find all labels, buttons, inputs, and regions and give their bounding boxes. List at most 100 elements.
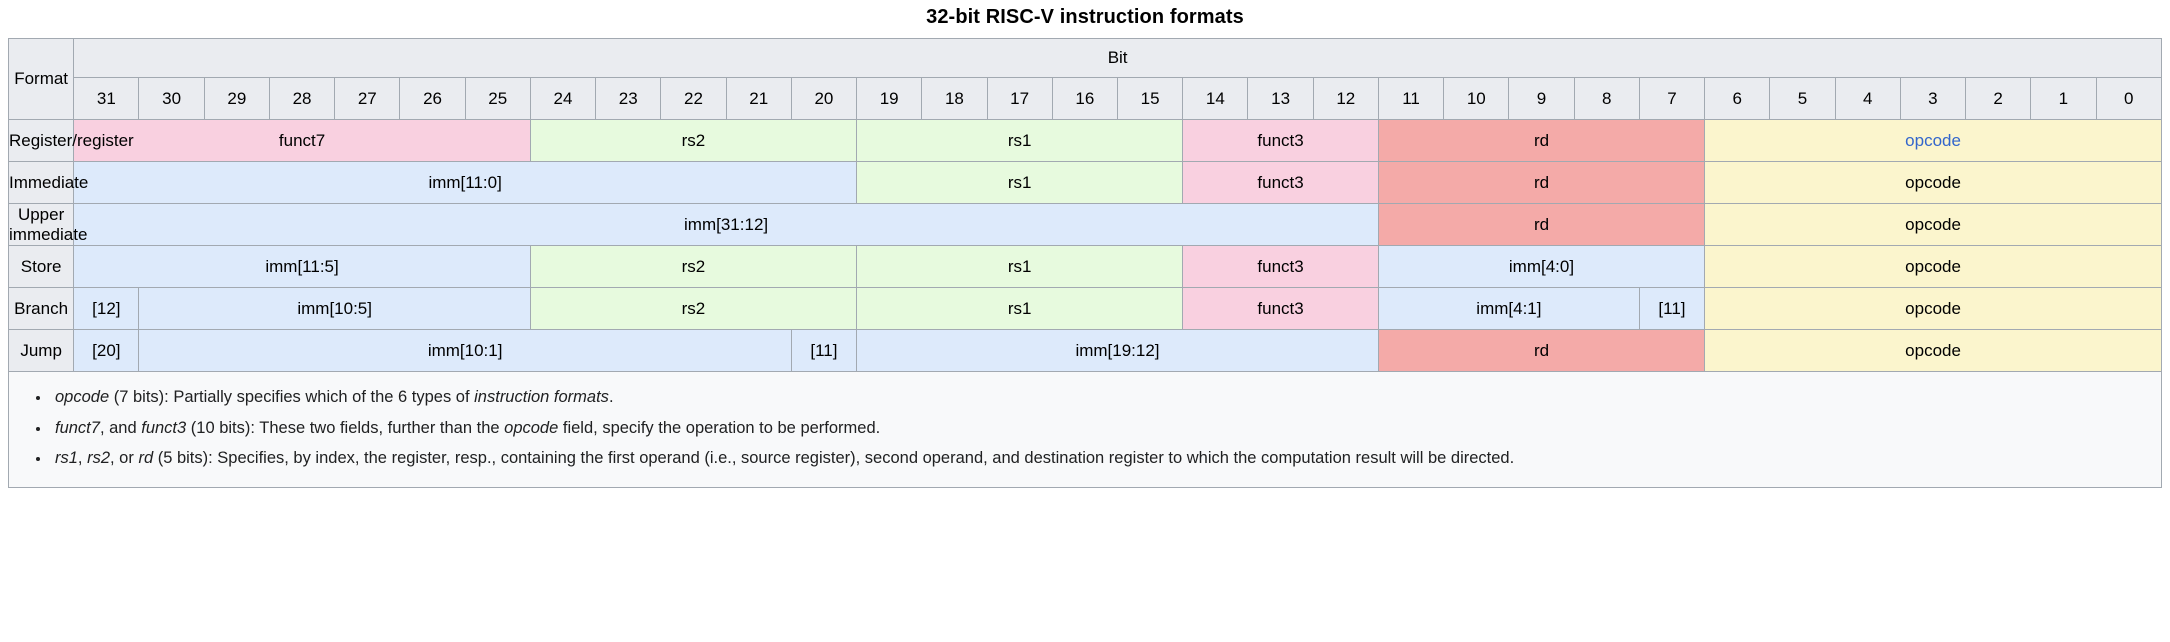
field-funct3: funct3 — [1182, 245, 1379, 288]
bit-number-14: 14 — [1182, 77, 1249, 120]
footnote-item: rs1, rs2, or rd (5 bits): Specifies, by … — [51, 446, 2161, 472]
format-label-jump: Jump — [7, 329, 75, 372]
bit-number-12: 12 — [1312, 77, 1379, 120]
footnote-item: funct7, and funct3 (10 bits): These two … — [51, 416, 2161, 442]
footnote-text: field, specify the operation to be perfo… — [558, 418, 881, 437]
bit-number-4: 4 — [1834, 77, 1901, 120]
field-rs1: rs1 — [856, 161, 1184, 204]
figure-title: 32-bit RISC-V instruction formats — [926, 6, 1244, 28]
footnote-text: , — [77, 449, 88, 468]
bit-number-2: 2 — [1965, 77, 2032, 120]
bit-number-25: 25 — [464, 77, 531, 120]
bit-number-31: 31 — [73, 77, 140, 120]
field-rs2: rs2 — [529, 119, 858, 162]
bit-number-6: 6 — [1704, 77, 1771, 120]
footnotes-box: opcode (7 bits): Partially specifies whi… — [8, 372, 2162, 488]
field-funct3: funct3 — [1182, 287, 1379, 330]
bit-number-19: 19 — [856, 77, 923, 120]
footnote-text: , or — [110, 449, 139, 468]
field-imm-4-1: imm[4:1] — [1377, 287, 1640, 330]
bit-number-16: 16 — [1051, 77, 1118, 120]
footnote-text: , and — [99, 418, 142, 437]
bit-number-29: 29 — [203, 77, 270, 120]
field-imm-19-12: imm[19:12] — [856, 329, 1379, 372]
field-imm-11-0: imm[11:0] — [73, 161, 858, 204]
field-funct3: funct3 — [1182, 161, 1379, 204]
field-rs1: rs1 — [856, 287, 1184, 330]
field-imm-31-12: imm[31:12] — [73, 203, 1379, 246]
format-label-store: Store — [7, 245, 75, 288]
field-rd: rd — [1377, 203, 1706, 246]
field-imm-11-5: imm[11:5] — [73, 245, 531, 288]
footnote-term: instruction formats — [474, 388, 609, 406]
field-opcode: opcode — [1704, 329, 2162, 372]
field-opcode: opcode — [1704, 287, 2162, 330]
footnote-term: rd — [138, 449, 154, 468]
footnote-text: (7 bits): Partially specifies which of t… — [109, 388, 475, 406]
bit-number-15: 15 — [1116, 77, 1184, 120]
field-11: [11] — [1638, 287, 1706, 330]
bit-number-13: 13 — [1247, 77, 1314, 120]
bit-number-27: 27 — [334, 77, 401, 120]
bit-number-0: 0 — [2095, 77, 2162, 120]
field-12: [12] — [73, 287, 140, 330]
format-label-branch: Branch — [7, 287, 75, 330]
footnote-item: opcode (7 bits): Partially specifies whi… — [51, 385, 2161, 411]
field-11: [11] — [790, 329, 858, 372]
field-rs1: rs1 — [856, 119, 1184, 162]
field-rs2: rs2 — [529, 245, 858, 288]
footnote-term: opcode — [504, 418, 559, 437]
field-opcode: opcode — [1704, 161, 2162, 204]
field-funct3: funct3 — [1182, 119, 1379, 162]
bit-number-18: 18 — [921, 77, 988, 120]
footnote-text: . — [608, 388, 614, 406]
field-imm-10-1: imm[10:1] — [138, 329, 792, 372]
bit-column-header: Bit — [73, 37, 2162, 79]
field-imm-4-0: imm[4:0] — [1377, 245, 1706, 288]
bit-number-22: 22 — [660, 77, 727, 120]
bit-number-1: 1 — [2030, 77, 2097, 120]
field-opcode: opcode — [1704, 203, 2162, 246]
field-rs1: rs1 — [856, 245, 1184, 288]
field-rs2: rs2 — [529, 287, 858, 330]
bit-number-23: 23 — [595, 77, 662, 120]
field-20: [20] — [73, 329, 140, 372]
bit-number-28: 28 — [268, 77, 336, 120]
footnote-term: funct7 — [55, 418, 100, 437]
field-rd: rd — [1377, 329, 1706, 372]
bit-number-21: 21 — [725, 77, 792, 120]
footnote-term: rs1 — [55, 449, 78, 468]
bit-number-10: 10 — [1443, 77, 1510, 120]
footnote-term: rs2 — [87, 449, 111, 468]
field-imm-10-5: imm[10:5] — [138, 287, 531, 330]
footnote-term: funct3 — [141, 418, 187, 437]
field-rd: rd — [1377, 119, 1706, 162]
bit-number-26: 26 — [399, 77, 466, 120]
footnote-text: (10 bits): These two fields, further tha… — [186, 418, 505, 437]
bit-number-8: 8 — [1573, 77, 1640, 120]
bit-number-30: 30 — [138, 77, 205, 120]
bit-number-5: 5 — [1769, 77, 1836, 120]
bit-number-17: 17 — [986, 77, 1053, 120]
bit-number-20: 20 — [790, 77, 858, 120]
field-opcode: opcode — [1704, 245, 2162, 288]
format-label-register-register: Register/register — [7, 119, 134, 162]
bit-number-9: 9 — [1508, 77, 1575, 120]
footnotes-list: opcode (7 bits): Partially specifies whi… — [9, 385, 2161, 472]
format-label-immediate: Immediate — [7, 161, 88, 204]
header-row-top: Format Bit — [7, 37, 2162, 120]
bit-number-24: 24 — [529, 77, 597, 120]
field-opcode[interactable]: opcode — [1704, 119, 2162, 162]
field-funct7: funct7 — [73, 119, 531, 162]
